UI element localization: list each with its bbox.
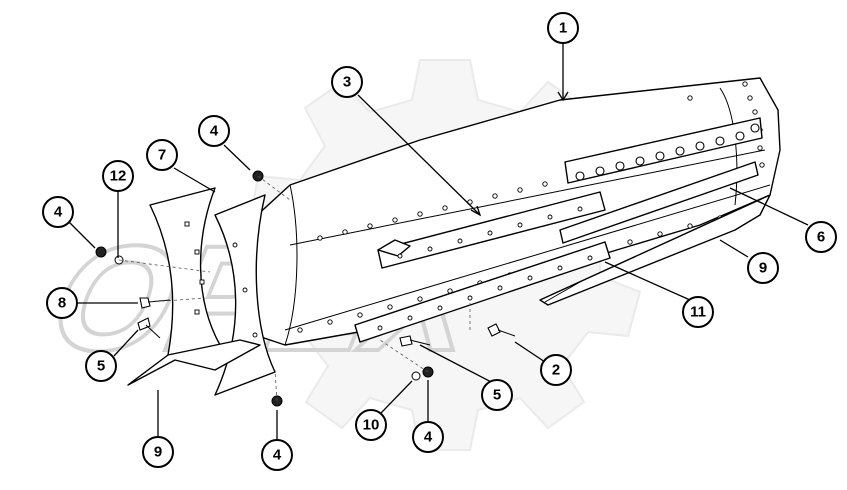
cutting-edge-left	[127, 339, 261, 386]
callout-5: 5	[85, 350, 117, 382]
svg-text:12: 12	[110, 168, 127, 185]
callout-4: 4	[198, 115, 230, 147]
callout-9: 9	[142, 436, 174, 468]
callout-5: 5	[481, 379, 513, 411]
reinforcement-bar	[559, 117, 763, 244]
svg-text:5: 5	[97, 358, 105, 375]
svg-text:2: 2	[552, 362, 560, 379]
cutting-edge-right	[539, 194, 771, 306]
svg-text:4: 4	[424, 429, 433, 446]
callout-12: 12	[102, 160, 134, 192]
callout-6: 6	[805, 221, 837, 253]
bolt-icon	[399, 335, 413, 347]
wear-strip-upper	[377, 191, 606, 269]
callout-9: 9	[747, 252, 779, 284]
wear-strip-lower	[354, 241, 611, 343]
svg-text:7: 7	[158, 147, 166, 164]
callouts: 1 3 4 7 12 4 8 5 9 4 10 4 5 2 11 9 6	[42, 12, 837, 471]
bolt-icon	[487, 323, 501, 337]
svg-text:4: 4	[210, 123, 219, 140]
svg-text:1: 1	[559, 20, 567, 37]
svg-text:11: 11	[690, 304, 706, 321]
callout-2: 2	[540, 354, 572, 386]
svg-text:3: 3	[343, 74, 351, 91]
svg-text:6: 6	[817, 229, 825, 246]
assembly-lines	[118, 175, 471, 402]
svg-text:10: 10	[363, 417, 380, 434]
callout-10: 10	[355, 409, 387, 441]
svg-text:5: 5	[493, 387, 501, 404]
callout-4: 4	[261, 439, 293, 471]
nut-icon	[95, 246, 107, 258]
callout-8: 8	[46, 287, 78, 319]
svg-text:9: 9	[759, 260, 767, 277]
svg-text:4: 4	[273, 447, 282, 464]
callout-7: 7	[146, 139, 178, 171]
callout-11: 11	[682, 296, 714, 328]
svg-text:4: 4	[54, 204, 63, 221]
leader-lines	[68, 41, 809, 440]
callout-1: 1	[547, 12, 579, 44]
svg-text:8: 8	[58, 295, 66, 312]
svg-text:9: 9	[154, 444, 162, 461]
callout-4: 4	[412, 421, 444, 453]
washer-icon	[411, 371, 421, 381]
reinforcement-bar-bolts	[575, 123, 760, 181]
bolt-icon	[139, 297, 151, 309]
bolt-icon	[137, 317, 151, 331]
callout-3: 3	[331, 66, 363, 98]
callout-4: 4	[42, 196, 74, 228]
